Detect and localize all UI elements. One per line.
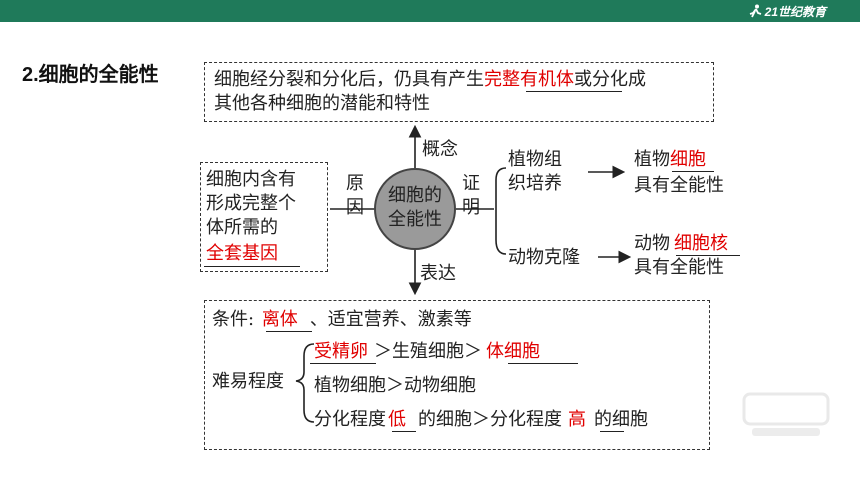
row3-answer-1: 低 bbox=[388, 409, 406, 430]
condition-label: 条件: bbox=[212, 309, 255, 330]
proof-bracket bbox=[495, 167, 507, 255]
watermark-logo bbox=[742, 392, 830, 436]
row1-mid: ＞生殖细胞＞ bbox=[374, 341, 482, 362]
animal-result-underline bbox=[676, 255, 740, 256]
concept-answer-underline bbox=[526, 91, 622, 92]
concept-text-b: 或分化成 bbox=[574, 69, 646, 90]
reason-answer-underline bbox=[204, 266, 300, 267]
row1-answer-2: 体细胞 bbox=[486, 341, 540, 362]
reason-line-1: 细胞内含有 bbox=[206, 169, 296, 190]
section-title: 2.细胞的全能性 bbox=[22, 64, 159, 86]
logo: 21世纪教育 bbox=[748, 3, 826, 19]
concept-label: 概念 bbox=[422, 139, 458, 160]
plant-source-line1: 植物组 bbox=[508, 149, 562, 170]
center-text-line1: 细胞的 bbox=[388, 185, 442, 206]
row1-underline-1 bbox=[310, 363, 376, 364]
center-text-line2: 全能性 bbox=[388, 209, 442, 230]
row3-underline-1 bbox=[392, 431, 416, 432]
difficulty-row-2: 植物细胞＞动物细胞 bbox=[314, 375, 476, 396]
animal-result-line2: 具有全能性 bbox=[634, 257, 724, 278]
row3-answer-2: 高 bbox=[568, 409, 586, 430]
reason-line-3: 体所需的 bbox=[206, 217, 278, 238]
reason-line-2: 形成完整个 bbox=[206, 193, 296, 214]
row1-underline-2 bbox=[508, 363, 578, 364]
row3-text-c: 的细胞 bbox=[594, 409, 648, 430]
reason-box bbox=[200, 162, 328, 272]
proof-label-1: 证 bbox=[462, 173, 480, 194]
header-bar: 21世纪教育 bbox=[0, 0, 860, 22]
reason-label-1: 原 bbox=[346, 173, 364, 194]
plant-result-line1: 植物细胞 bbox=[634, 148, 706, 172]
difficulty-row-1: 受精卵 ＞生殖细胞＞体细胞 bbox=[314, 340, 540, 364]
condition-rest: 、适宜营养、激素等 bbox=[309, 309, 472, 330]
animal-result-text: 动物 bbox=[634, 233, 670, 254]
difficulty-label: 难易程度 bbox=[212, 371, 284, 392]
reason-answer: 全套基因 bbox=[206, 243, 278, 264]
plant-result-answer: 细胞 bbox=[670, 149, 706, 170]
row1-answer-1: 受精卵 bbox=[314, 341, 368, 362]
expression-label: 表达 bbox=[420, 263, 456, 284]
animal-source: 动物克隆 bbox=[508, 247, 580, 268]
row3-underline-2 bbox=[600, 431, 624, 432]
difficulty-brace bbox=[295, 343, 315, 423]
concept-text-a: 细胞经分裂和分化后，仍具有产生 bbox=[214, 69, 484, 90]
row3-text-b: 的细胞＞分化程度 bbox=[418, 409, 562, 430]
plant-source-line2: 织培养 bbox=[508, 173, 562, 194]
logo-text: 21世纪教育 bbox=[764, 4, 826, 19]
difficulty-row-3: 分化程度低的细胞＞分化程度高的细胞 bbox=[314, 408, 648, 432]
plant-result-text: 植物 bbox=[634, 149, 670, 170]
condition-answer-underline bbox=[266, 331, 312, 332]
condition-answer: 离体 bbox=[261, 309, 298, 330]
concept-line1: 细胞经分裂和分化后，仍具有产生完整有机体或分化成 bbox=[214, 68, 646, 92]
runner-icon bbox=[749, 4, 761, 18]
proof-label-2: 明 bbox=[462, 197, 480, 218]
center-text: 细胞的 全能性 bbox=[374, 184, 456, 232]
animal-result-answer: 细胞核 bbox=[674, 233, 728, 254]
animal-result-line1: 动物细胞核 bbox=[634, 232, 728, 256]
expression-box bbox=[204, 300, 710, 450]
plant-result-underline bbox=[672, 171, 714, 172]
center-circle bbox=[374, 168, 456, 250]
concept-answer: 完整有机体 bbox=[484, 69, 574, 90]
plant-result-line2: 具有全能性 bbox=[634, 175, 724, 196]
row3-text-a: 分化程度 bbox=[314, 409, 386, 430]
reason-label-2: 因 bbox=[346, 197, 364, 218]
concept-box bbox=[204, 62, 714, 122]
condition-row: 条件: 离体、适宜营养、激素等 bbox=[212, 308, 472, 332]
concept-line2: 其他各种细胞的潜能和特性 bbox=[214, 93, 430, 114]
